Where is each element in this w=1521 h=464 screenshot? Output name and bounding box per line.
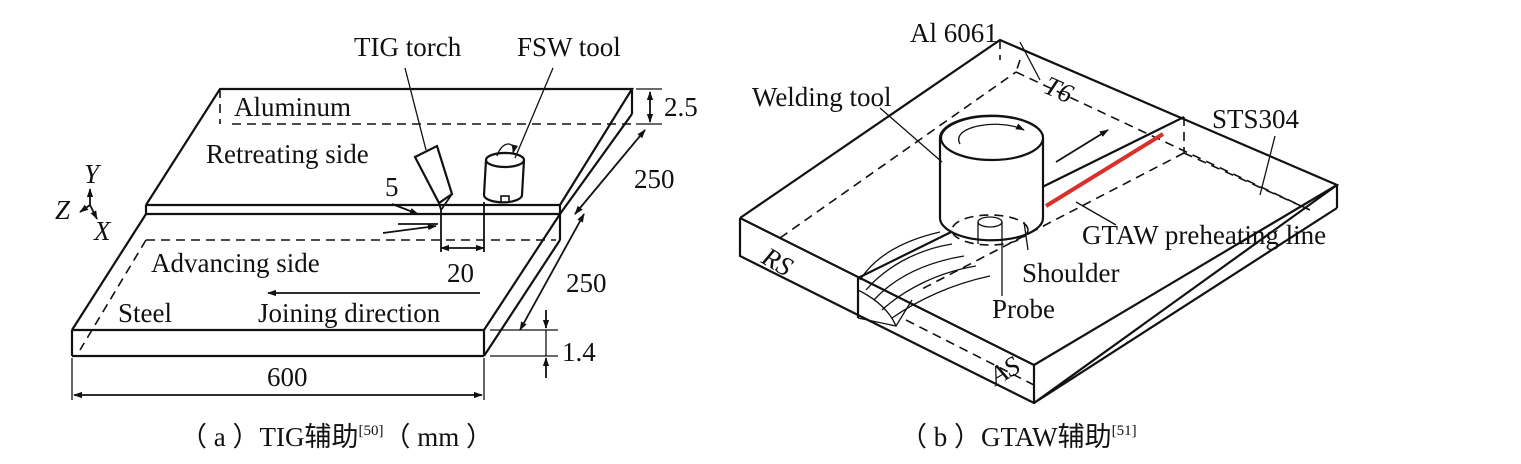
weld-bead	[857, 231, 991, 327]
panel-a-diagram: TIG torch FSW tool Aluminum Retreating s…	[55, 32, 698, 452]
dim-width-upper: 250	[634, 164, 675, 194]
caption-a-ref: [50]	[358, 423, 383, 439]
travel-direction-arrow	[1055, 129, 1109, 163]
tig-torch	[404, 67, 454, 211]
panel-b-diagram: Al 6061 T6 Welding tool STS304 GTAW preh…	[738, 18, 1340, 452]
shoulder-leader	[1023, 221, 1029, 251]
label-welding-tool: Welding tool	[752, 82, 892, 112]
axis-glyph	[79, 188, 98, 220]
label-aluminum: Aluminum	[234, 92, 351, 122]
caption-b: （ b ）GTAW辅助[51]	[900, 422, 1137, 452]
fsw-tool	[482, 67, 554, 204]
gtaw-preheating-line	[1044, 132, 1165, 208]
caption-a: （ a ）TIG辅助[50]（ mm ）	[180, 422, 493, 452]
dim-thickness-bottom: 1.4	[562, 337, 596, 367]
caption-b-ref: [51]	[1112, 423, 1137, 439]
welding-tool	[879, 107, 1045, 246]
label-gtaw-line: GTAW preheating line	[1082, 220, 1326, 250]
label-shoulder: Shoulder	[1022, 258, 1120, 288]
label-sts304: STS304	[1212, 104, 1300, 134]
label-joining-direction: Joining direction	[258, 298, 441, 328]
label-steel: Steel	[118, 298, 172, 328]
width-lower-dim	[519, 213, 585, 331]
dim-tool-spacing: 20	[447, 258, 474, 288]
label-axis-x: X	[93, 216, 112, 246]
offset-arrow-upper	[391, 203, 419, 215]
dim-torch-offset: 5	[385, 172, 399, 202]
gtaw-leader	[1075, 201, 1117, 226]
label-rs: RS	[756, 241, 798, 283]
dim-width-lower: 250	[566, 268, 607, 298]
label-advancing-side: Advancing side	[151, 248, 320, 278]
label-axis-z: Z	[55, 195, 71, 225]
weld-plate	[738, 38, 1340, 405]
caption-a-main: （ a ）TIG辅助	[180, 422, 358, 452]
sts304-leader	[1259, 135, 1276, 196]
label-t6: T6	[1040, 70, 1079, 109]
label-axis-y: Y	[84, 159, 102, 189]
caption-b-main: （ b ）GTAW辅助	[900, 422, 1112, 452]
label-probe: Probe	[992, 294, 1055, 324]
caption-a-unit: （ mm ）	[383, 422, 493, 452]
dim-length: 600	[267, 362, 308, 392]
label-fsw-tool: FSW tool	[517, 32, 621, 62]
label-tig-torch: TIG torch	[354, 32, 462, 62]
label-retreating-side: Retreating side	[206, 139, 369, 169]
width-upper-dim	[574, 129, 646, 215]
label-al6061: Al 6061	[910, 18, 998, 48]
steel-plate	[70, 213, 562, 358]
al6061-leader	[1019, 41, 1041, 81]
dim-thickness-top: 2.5	[664, 92, 698, 122]
offset-arrow-lower	[382, 223, 437, 234]
